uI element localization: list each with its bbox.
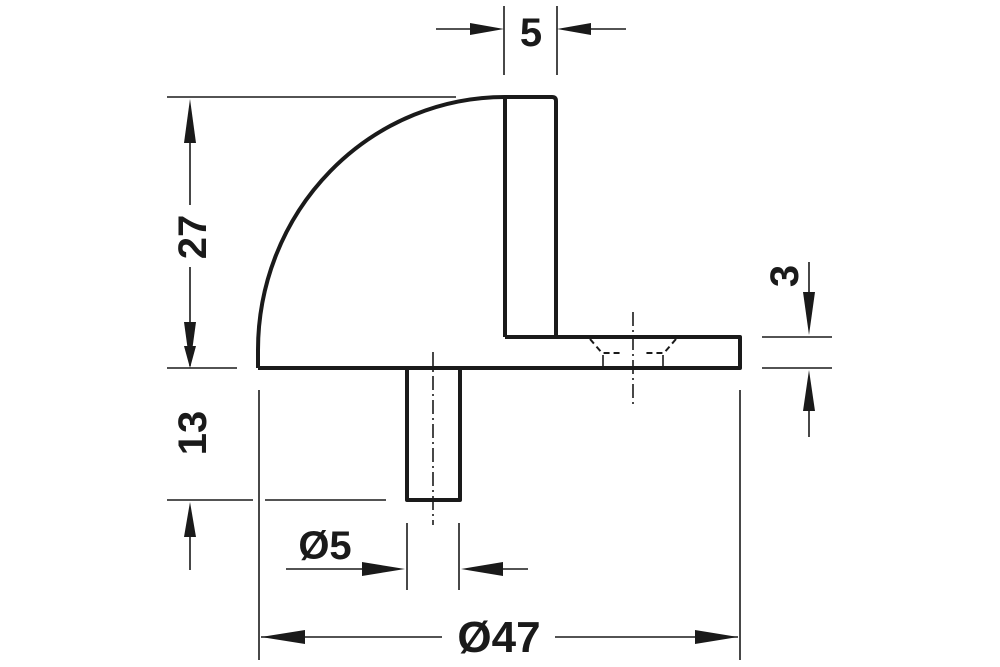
dim-label-pin-diameter: Ø5	[298, 524, 351, 568]
dim-label-3: 3	[763, 265, 807, 287]
countersunk-hole	[589, 312, 677, 405]
dim-top-width: 5	[436, 6, 626, 75]
upright-plate	[503, 95, 558, 337]
dim-base-diameter: Ø47	[258, 390, 741, 662]
dim-base-thickness: 3	[762, 262, 832, 437]
door-stop-body	[256, 95, 742, 370]
dim-height: 27	[167, 96, 456, 369]
dim-pin-diameter: Ø5	[286, 523, 528, 590]
dome-profile	[256, 95, 506, 368]
dim-label-base-diameter: Ø47	[457, 613, 540, 662]
dim-pin-length: 13	[167, 340, 386, 570]
dim-label-13: 13	[171, 411, 215, 456]
base-bottom-edge	[258, 335, 742, 370]
dim-label-5-top: 5	[520, 11, 542, 55]
dim-label-27: 27	[171, 215, 215, 260]
mounting-pin	[405, 352, 462, 525]
